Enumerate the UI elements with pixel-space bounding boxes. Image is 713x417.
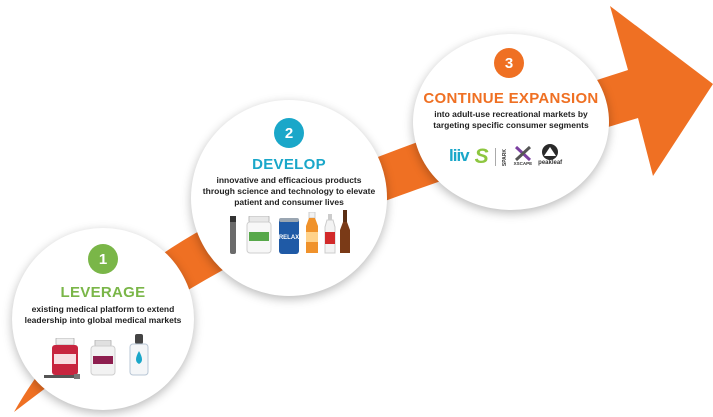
vape-pen-icon xyxy=(230,216,236,254)
brand-xscape: XSCAPE xyxy=(513,146,533,166)
step-2-description-line: through science and technology to elevat… xyxy=(202,186,376,196)
step-3-description: into adult-use recreational markets by t… xyxy=(419,109,603,131)
step-1-description: existing medical platform to extend lead… xyxy=(14,304,192,326)
step-1-circle: 1 LEVERAGE existing medical platform to … xyxy=(12,228,194,410)
supplement-bottle-red-icon xyxy=(52,338,78,375)
brand-divider xyxy=(494,148,496,166)
step-2-description: innovative and efficacious products thro… xyxy=(193,175,385,208)
step-3-description-line: into adult-use recreational markets by xyxy=(434,109,588,119)
beverage-can-blue-icon: RELAX xyxy=(279,218,299,254)
step-1-title: LEVERAGE xyxy=(60,284,146,301)
syringe-icon xyxy=(44,374,80,379)
step-2-description-line: innovative and efficacious products xyxy=(216,175,362,185)
can-label: RELAX xyxy=(279,235,299,241)
step-3-badge: 3 xyxy=(494,48,524,78)
step-3-description-line: targeting specific consumer segments xyxy=(433,120,589,130)
beer-bottle-brown-icon xyxy=(340,210,350,253)
step-1-badge: 1 xyxy=(88,244,118,274)
step-2-badge: 2 xyxy=(274,118,304,148)
brand-s: S xyxy=(474,145,489,168)
step-2-description-line: patient and consumer lives xyxy=(234,197,344,207)
brand-peakleaf: peakleaf xyxy=(538,144,562,166)
step-1-description-line: leadership into global medical markets xyxy=(24,315,182,325)
xscape-mark-icon xyxy=(514,146,531,161)
step-3-circle: 3 CONTINUE EXPANSION into adult-use recr… xyxy=(413,34,609,210)
brand-liiv: liiv xyxy=(449,146,470,165)
beverage-bottle-red-icon xyxy=(324,214,336,254)
brand-peakleaf-label: peakleaf xyxy=(538,160,563,166)
step-2-title: DEVELOP xyxy=(252,156,326,173)
step-3-title: CONTINUE EXPANSION xyxy=(423,90,599,107)
step-1-description-line: existing medical platform to extend xyxy=(31,304,175,314)
supplement-jar-green-icon xyxy=(246,216,272,254)
brand-xscape-caption: XSCAPE xyxy=(513,161,533,166)
step-2-circle: 2 DEVELOP innovative and efficacious pro… xyxy=(191,100,387,296)
dropper-bottle-blue-icon xyxy=(129,334,149,376)
beverage-bottle-orange-icon xyxy=(306,212,318,253)
brand-spark: SPARK xyxy=(501,148,508,166)
brand-logos: liiv S SPARK XSCAPE peakleaf xyxy=(449,144,562,168)
supplement-bottle-white-icon xyxy=(90,340,116,376)
peakleaf-logo-icon xyxy=(542,144,559,160)
